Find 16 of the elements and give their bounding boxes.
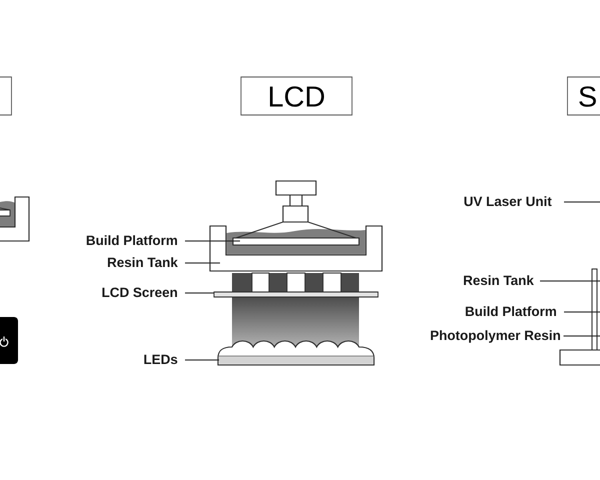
part-label: UV Laser Unit [464,196,552,206]
title-box: S [567,76,600,116]
title-box: LCD [240,76,352,116]
leader-line [184,262,220,264]
title-box [0,76,12,116]
part-label: Build Platform [466,306,556,316]
part-label: Build Platform [86,235,177,246]
part-label: Photopolymer Resin [430,330,560,343]
part-label: LEDs [144,354,178,364]
part-label: Resin Tank [108,257,178,268]
leader-line [184,292,214,294]
leader-line [184,240,240,242]
part-label: Resin Tank [464,275,534,286]
part-label: LCD Screen [102,288,177,298]
printer-illustration [559,268,600,366]
leader-line [540,280,600,282]
